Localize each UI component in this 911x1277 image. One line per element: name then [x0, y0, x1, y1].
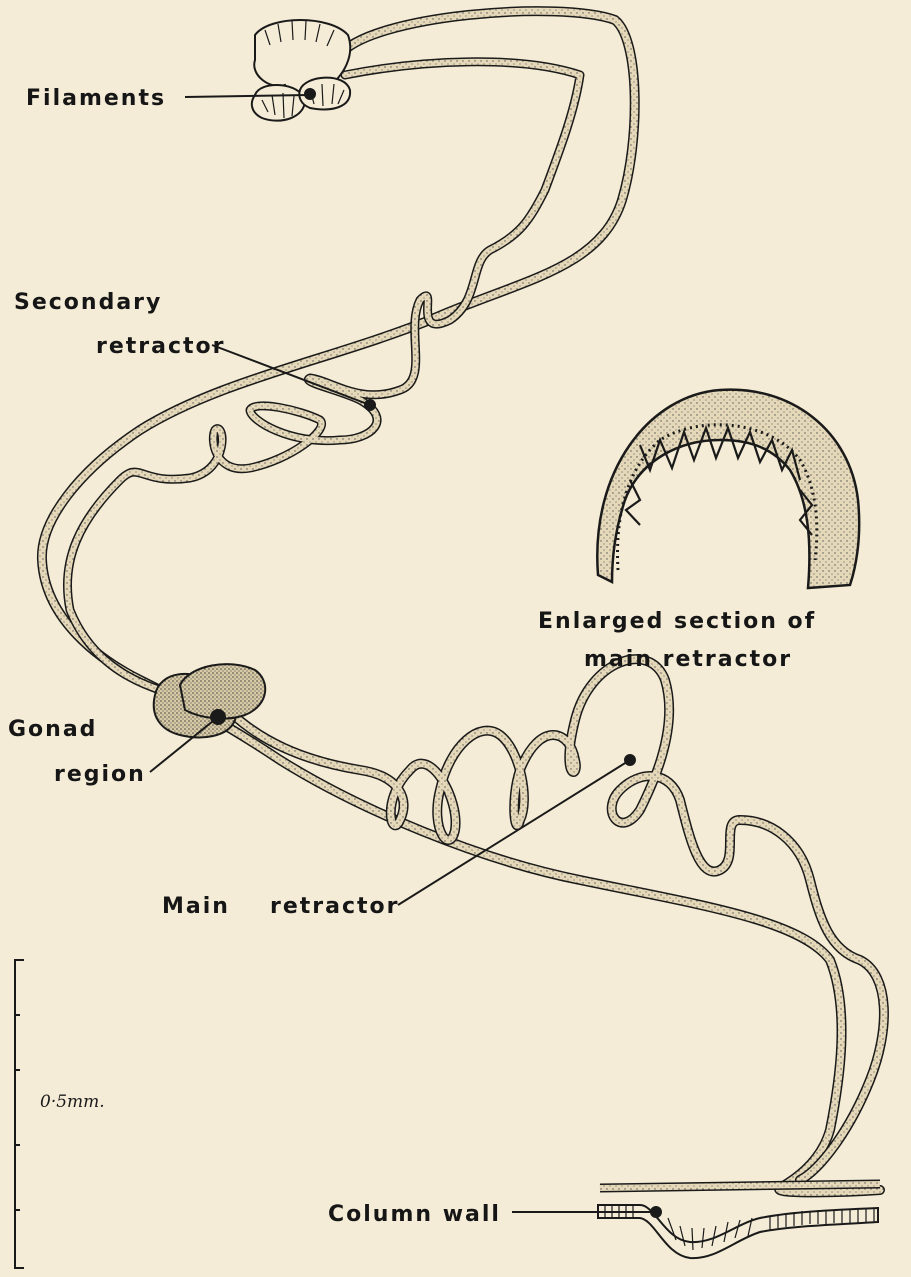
main-retractor-dot — [625, 755, 635, 765]
filaments-dot — [305, 89, 315, 99]
label-main-retractor-word1: Main — [162, 894, 230, 919]
label-secondary-retractor-line1: Secondary — [14, 290, 162, 315]
label-filaments: Filaments — [26, 86, 166, 111]
label-enlarged-line2: main retractor — [584, 647, 792, 672]
label-enlarged-line1: Enlarged section of — [538, 609, 816, 634]
mesentery-outline — [42, 11, 884, 1192]
label-gonad-line1: Gonad — [8, 717, 97, 742]
mesentery-outer-edge — [42, 11, 880, 1192]
filaments-cluster — [252, 20, 350, 121]
label-secondary-retractor-line2: retractor — [96, 334, 226, 359]
gonad-region-upper — [180, 664, 265, 718]
enlarged-section-inset — [597, 390, 859, 588]
scale-bar — [15, 960, 24, 1268]
label-gonad-line2: region — [54, 762, 146, 787]
gonad-dot — [211, 710, 225, 724]
scale-bar-label: 0·5mm. — [40, 1092, 105, 1112]
mesentery-outer-fill — [42, 11, 880, 1192]
label-main-retractor-word2: retractor — [270, 894, 400, 919]
main-retractor-band-fill — [230, 659, 884, 1180]
label-column-wall: Column wall — [328, 1202, 501, 1227]
secondary-retractor-dot — [365, 400, 375, 410]
column-wall-dot — [651, 1207, 661, 1217]
